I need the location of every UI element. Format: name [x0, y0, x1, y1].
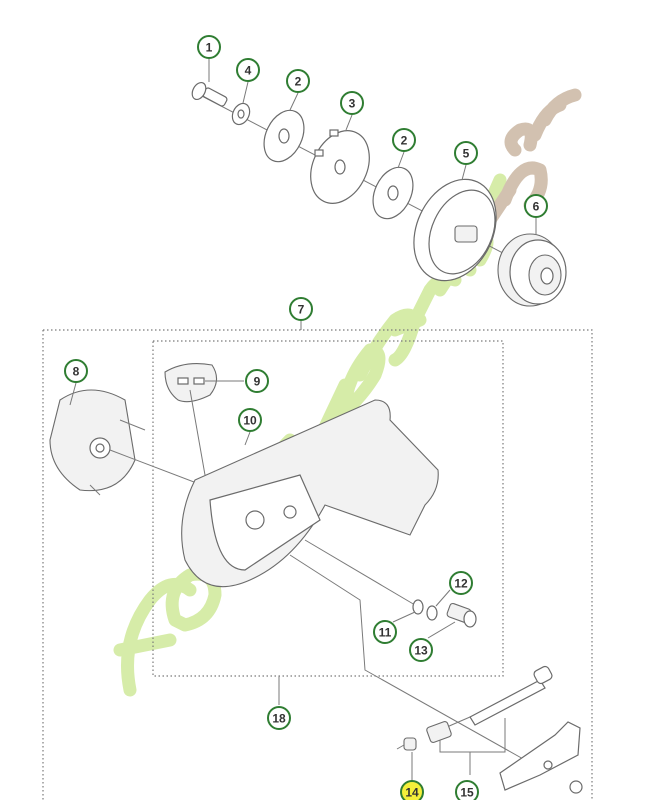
- callout-label: 14: [405, 786, 419, 800]
- callout-10[interactable]: 10: [238, 408, 262, 432]
- callout-13[interactable]: 13: [409, 638, 433, 662]
- callout-6[interactable]: 6: [524, 194, 548, 218]
- callout-circle: [267, 706, 291, 730]
- callout-label: 18: [272, 712, 286, 726]
- callout-5[interactable]: 5: [454, 141, 478, 165]
- callout-label: 15: [460, 786, 474, 800]
- callout-1[interactable]: 1: [197, 35, 221, 59]
- callout-11[interactable]: 11: [373, 620, 397, 644]
- part-clutch-drum: [413, 178, 497, 282]
- callout-2[interactable]: 2: [286, 69, 310, 93]
- part-sprocket: [497, 233, 567, 307]
- part-clutch-plate: [310, 129, 370, 204]
- callout-label: 2: [401, 134, 408, 148]
- callout-2[interactable]: 2: [392, 128, 416, 152]
- callout-label: 10: [243, 414, 257, 428]
- callout-15[interactable]: 15: [455, 780, 479, 800]
- part-bracket: [499, 721, 583, 794]
- callout-circle: [197, 35, 221, 59]
- callout-label: 8: [73, 365, 80, 379]
- part-chain-brake: [49, 389, 146, 496]
- callout-label: 11: [379, 626, 392, 640]
- callout-label: 4: [245, 64, 252, 78]
- callout-circle: [524, 194, 548, 218]
- part-washer-small: [412, 599, 424, 615]
- callout-label: 7: [298, 303, 305, 317]
- part-cover-plate: [164, 363, 218, 403]
- callout-circle: [455, 780, 479, 800]
- callout-label: 3: [349, 97, 356, 111]
- callout-circle: [409, 638, 433, 662]
- callout-3[interactable]: 3: [340, 91, 364, 115]
- callout-circle: [400, 780, 424, 800]
- callout-circle: [286, 69, 310, 93]
- callout-circle: [373, 620, 397, 644]
- callout-circle: [449, 571, 473, 595]
- callout-circle: [289, 297, 313, 321]
- callout-label: 9: [254, 375, 261, 389]
- callout-label: 12: [454, 577, 468, 591]
- callout-circle: [64, 359, 88, 383]
- part-chain-cover: [181, 399, 439, 588]
- callout-9[interactable]: 9: [245, 369, 269, 393]
- callout-circle: [236, 58, 260, 82]
- callout-4[interactable]: 4: [236, 58, 260, 82]
- part-adjuster-block: [426, 721, 452, 743]
- callout-circle: [454, 141, 478, 165]
- callout-12[interactable]: 12: [449, 571, 473, 595]
- part-spacer: [403, 737, 417, 751]
- callout-label: 1: [206, 41, 213, 55]
- callout-label: 2: [295, 75, 302, 89]
- part-washer-small: [426, 605, 438, 621]
- callout-8[interactable]: 8: [64, 359, 88, 383]
- callout-label: 6: [533, 200, 540, 214]
- callout-circle: [340, 91, 364, 115]
- callout-label: 5: [463, 147, 470, 161]
- callout-circle: [392, 128, 416, 152]
- assembly-7-outline: [42, 329, 593, 800]
- assembly-18-outline: [152, 340, 504, 677]
- callout-circle: [238, 408, 262, 432]
- part-bolt: [191, 81, 228, 107]
- part-adjuster-screw: [439, 665, 553, 731]
- callout-18[interactable]: 18: [267, 706, 291, 730]
- part-nut: [446, 602, 477, 628]
- callout-label: 13: [414, 644, 428, 658]
- callout-7[interactable]: 7: [289, 297, 313, 321]
- callout-14[interactable]: 14: [400, 780, 424, 800]
- callout-circle: [245, 369, 269, 393]
